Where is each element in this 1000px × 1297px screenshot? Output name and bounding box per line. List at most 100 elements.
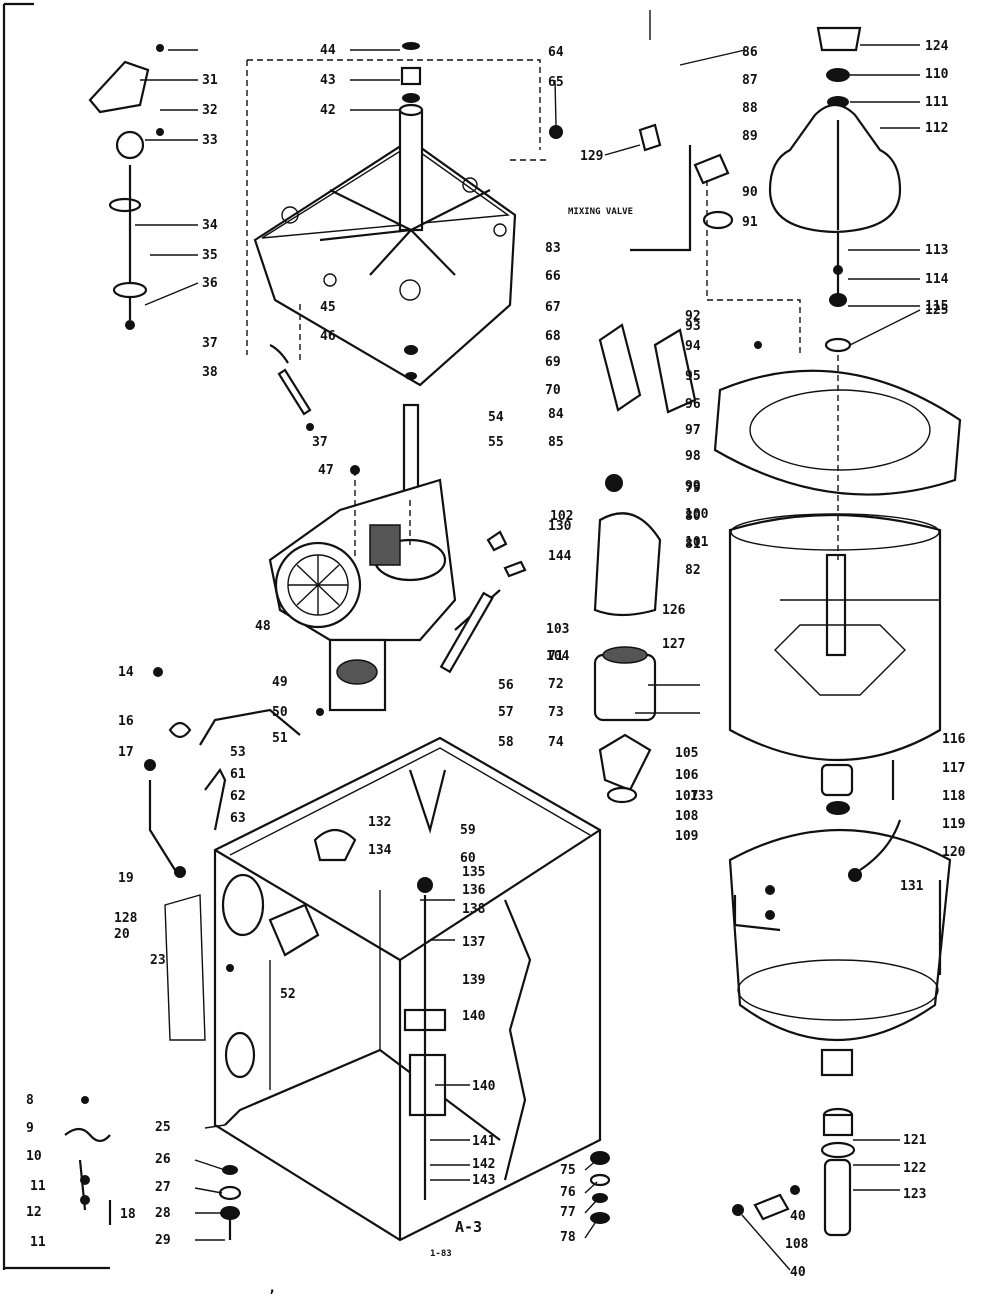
page-border <box>2 2 651 1270</box>
part-label: 142 <box>472 1157 495 1172</box>
leader-lines <box>135 44 940 1271</box>
part-label: 87 <box>742 73 758 88</box>
part-label: 60 <box>460 851 476 866</box>
part-label: MIXING VALVE <box>568 207 633 217</box>
part-label: 33 <box>202 133 218 148</box>
part-label: 59 <box>460 823 476 838</box>
part-label: 106 <box>675 768 699 783</box>
part-label: 50 <box>272 705 288 720</box>
part-label: 28 <box>155 1206 171 1221</box>
part-label: 75 <box>560 1163 576 1178</box>
bottom-left-spring <box>64 1096 112 1225</box>
part-label: 126 <box>662 603 686 618</box>
part-label: 122 <box>903 1161 926 1176</box>
part-label: 105 <box>675 746 698 761</box>
part-label: 95 <box>685 369 701 384</box>
part-label: 120 <box>942 845 966 860</box>
part-label: 114 <box>925 272 949 287</box>
part-label: 36 <box>202 276 218 291</box>
top-left-brackets <box>88 44 314 431</box>
outer-tub <box>728 819 952 1077</box>
part-label: 40 <box>790 1265 806 1280</box>
part-label: 109 <box>675 829 698 844</box>
part-label: 46 <box>320 329 336 344</box>
part-label: 62 <box>230 789 246 804</box>
part-label: 35 <box>202 248 218 263</box>
part-label: 92 <box>685 309 701 324</box>
part-label: 73 <box>548 705 564 720</box>
part-label: 136 <box>462 883 486 898</box>
part-label: 38 <box>202 365 218 380</box>
part-label: 94 <box>685 339 701 354</box>
part-label: 34 <box>202 218 218 233</box>
part-label: 83 <box>545 241 561 256</box>
part-label: 121 <box>903 1133 927 1148</box>
part-label: 131 <box>900 879 924 894</box>
part-label: 42 <box>320 103 336 118</box>
part-label: 31 <box>202 73 218 88</box>
part-label: 53 <box>230 745 246 760</box>
part-label: 113 <box>925 243 948 258</box>
transmission-assembly <box>268 403 457 716</box>
part-label: 140 <box>462 1009 486 1024</box>
part-label: 19 <box>118 871 134 886</box>
part-label: 104 <box>546 649 570 664</box>
part-label: 117 <box>942 761 965 776</box>
part-label: 45 <box>320 300 336 315</box>
part-label: 1-83 <box>430 1249 452 1259</box>
part-label: 100 <box>685 507 709 522</box>
part-label: 26 <box>155 1152 171 1167</box>
part-label: 99 <box>685 479 701 494</box>
part-label: 76 <box>560 1185 576 1200</box>
left-hoses <box>144 667 301 878</box>
part-label: 47 <box>318 463 334 478</box>
part-label: 27 <box>155 1180 171 1195</box>
part-number-labels: 8 9 10 11 12 11 14 16 17 18 19 128 20 23… <box>26 39 966 1280</box>
part-label: 8 <box>26 1093 34 1108</box>
part-label: 44 <box>320 43 336 58</box>
part-label: 127 <box>662 637 685 652</box>
part-label: 90 <box>742 185 758 200</box>
agitator-assembly <box>754 26 902 353</box>
part-label: 125 <box>925 303 948 318</box>
part-label: 123 <box>903 1187 926 1202</box>
part-label: 37 <box>202 336 218 351</box>
part-label: 65 <box>548 75 564 90</box>
part-label: 49 <box>272 675 288 690</box>
part-label: 55 <box>488 435 504 450</box>
part-label: 93 <box>685 319 701 334</box>
part-label: 118 <box>942 789 966 804</box>
part-label: 129 <box>580 149 603 164</box>
part-label: 88 <box>742 101 758 116</box>
part-label: 72 <box>548 677 564 692</box>
part-label: 77 <box>560 1205 576 1220</box>
part-label: 54 <box>488 410 504 425</box>
part-label: 85 <box>548 435 564 450</box>
part-label: 37 <box>312 435 328 450</box>
part-label: 78 <box>560 1230 576 1245</box>
tub-basket-assembly <box>713 355 962 815</box>
part-label: 23 <box>150 953 166 968</box>
corner-mark: , <box>268 1280 276 1296</box>
part-label: 98 <box>685 449 701 464</box>
part-label: 51 <box>272 731 288 746</box>
part-label: 107 <box>675 789 698 804</box>
part-label: 110 <box>925 67 949 82</box>
part-label: 81 <box>685 537 701 552</box>
part-label: 130 <box>548 519 572 534</box>
part-label: 115 <box>925 299 948 314</box>
part-label: 14 <box>118 665 134 680</box>
part-label: 64 <box>548 45 564 60</box>
part-label: 86 <box>742 45 758 60</box>
part-label: 132 <box>368 815 391 830</box>
part-label: 68 <box>545 329 561 344</box>
part-label: 144 <box>548 549 572 564</box>
part-label: 112 <box>925 121 948 136</box>
part-label: 48 <box>255 619 271 634</box>
part-label: 9 <box>26 1121 34 1136</box>
part-label: 140 <box>472 1079 496 1094</box>
drain-hose-assembly <box>732 1107 856 1237</box>
part-label: 61 <box>230 767 246 782</box>
part-label: A-3 <box>455 1218 482 1236</box>
part-label: 89 <box>742 129 758 144</box>
